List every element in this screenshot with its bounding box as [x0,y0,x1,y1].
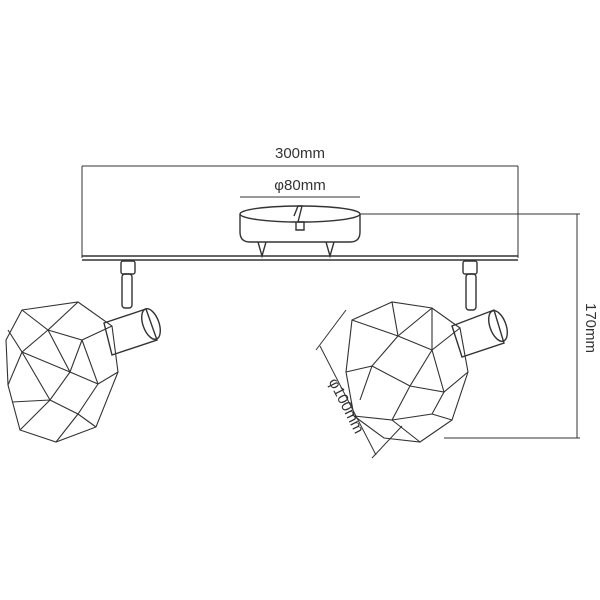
shade-diameter-label: φ100mm [325,375,367,436]
width-dimension: 300mm [81,145,519,258]
canopy [239,205,580,259]
right-spotlight: φ100mm [315,260,508,459]
height-label: 170mm [582,303,599,353]
mounting-bar [82,255,518,261]
height-dimension: 170mm [444,214,599,439]
canopy-dimension: φ80mm [240,177,360,198]
canopy-diameter-label: φ80mm [274,177,325,194]
left-spotlight [5,260,161,443]
width-label: 300mm [275,145,325,162]
